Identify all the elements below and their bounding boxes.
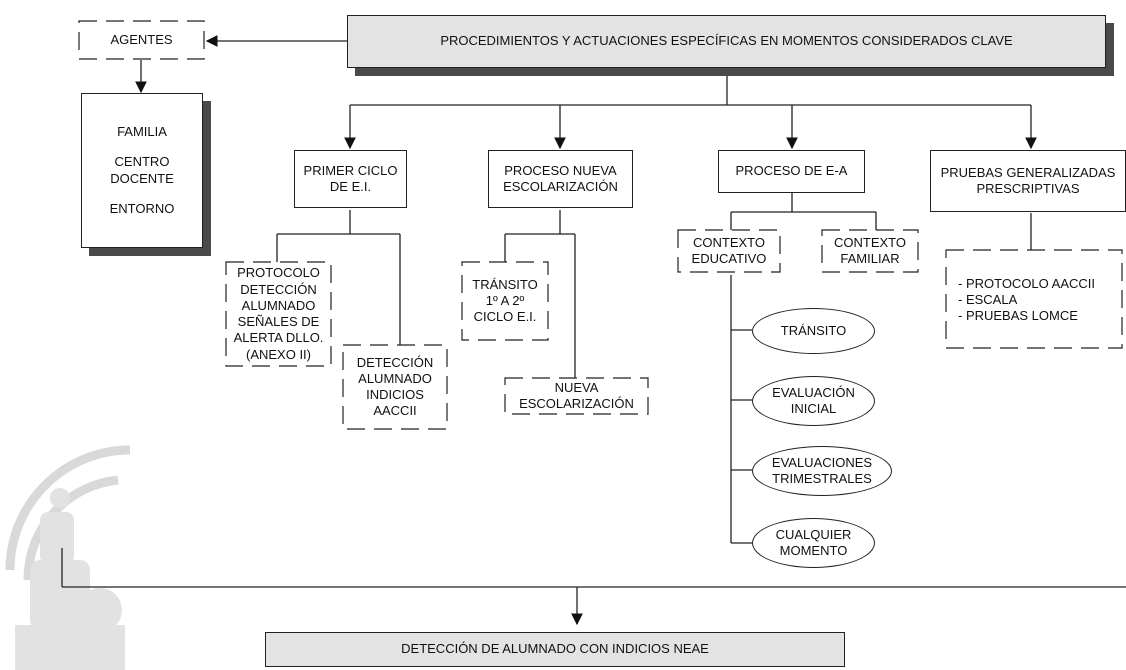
branch-nueva-escolarizacion: PROCESO NUEVA ESCOLARIZACIÓN	[488, 150, 633, 208]
contexto-educativo: CONTEXTO EDUCATIVO	[691, 234, 767, 266]
moment-cualquier-momento: CUALQUIER MOMENTO	[752, 518, 875, 568]
agent-familia: FAMILIA	[117, 124, 167, 139]
pruebas-item: - ESCALA	[958, 292, 1018, 307]
moment-evaluaciones-trimestrales: EVALUACIONES TRIMESTRALES	[752, 446, 892, 496]
protocolo-deteccion: PROTOCOLO DETECCIÓN ALUMNADO SEÑALES DE …	[233, 265, 324, 362]
main-title-box: PROCEDIMIENTOS Y ACTUACIONES ESPECÍFICAS…	[347, 15, 1106, 68]
watermark-logo	[5, 445, 131, 670]
deteccion-aacc: DETECCIÓN ALUMNADO INDICIOS AACCII	[356, 354, 434, 419]
moment-evaluacion-inicial: EVALUACIÓN INICIAL	[752, 376, 875, 426]
result-box: DETECCIÓN DE ALUMNADO CON INDICIOS NEAE	[265, 632, 845, 667]
pruebas-list: - PROTOCOLO AACCII - ESCALA - PRUEBAS LO…	[958, 276, 1095, 324]
nueva-escolarizacion: NUEVA ESCOLARIZACIÓN	[519, 379, 634, 411]
branch-pruebas: PRUEBAS GENERALIZADAS PRESCRIPTIVAS	[930, 150, 1126, 212]
agents-box: FAMILIA CENTRO DOCENTE ENTORNO	[81, 93, 203, 248]
result-label: DETECCIÓN DE ALUMNADO CON INDICIOS NEAE	[401, 641, 709, 657]
agent-centro-docente: CENTRO DOCENTE	[110, 154, 174, 186]
pruebas-item: - PRUEBAS LOMCE	[958, 308, 1078, 323]
agents-label: AGENTES	[110, 31, 173, 47]
pruebas-item: - PROTOCOLO AACCII	[958, 276, 1096, 291]
agent-entorno: ENTORNO	[109, 200, 175, 216]
branch-primer-ciclo: PRIMER CICLO DE E.I.	[294, 150, 407, 208]
moment-transito: TRÁNSITO	[752, 308, 875, 354]
main-title: PROCEDIMIENTOS Y ACTUACIONES ESPECÍFICAS…	[440, 33, 1013, 49]
branch-proceso-ea: PROCESO DE E-A	[718, 150, 865, 193]
contexto-familiar: CONTEXTO FAMILIAR	[834, 234, 906, 266]
transito-ei: TRÁNSITO 1º A 2º CICLO E.I.	[472, 276, 538, 325]
